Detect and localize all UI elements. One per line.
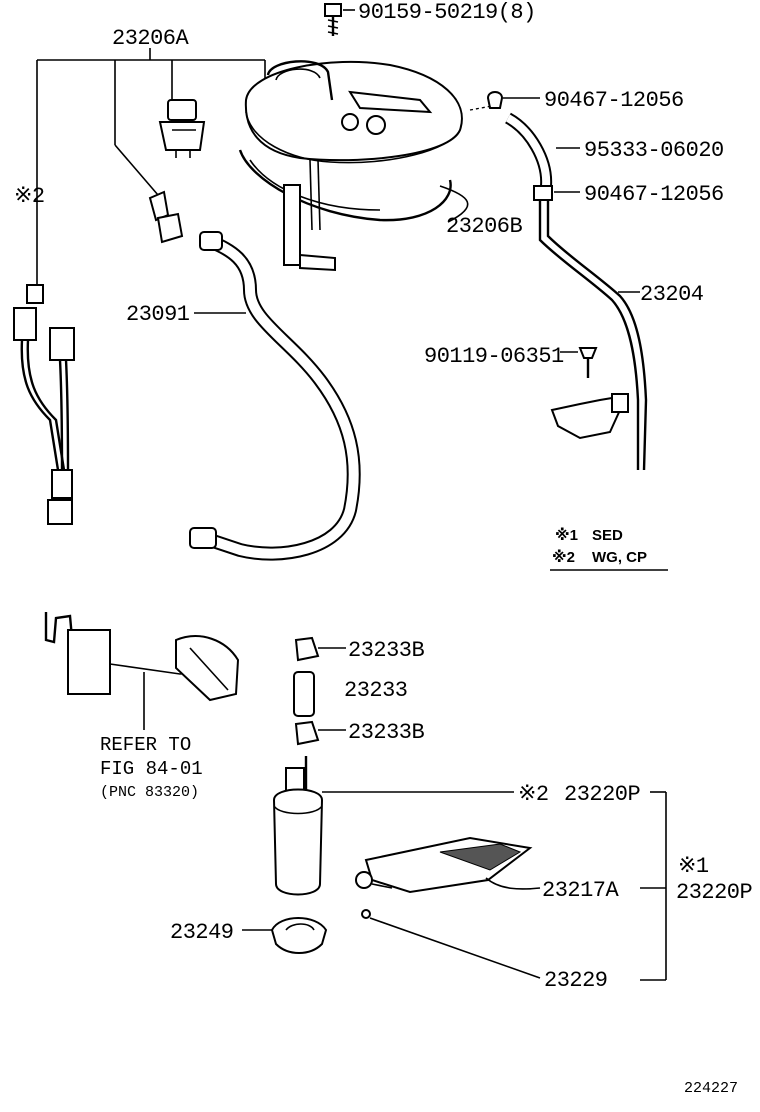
refer-line-1: REFER TO — [100, 734, 191, 756]
fuel-sender-gauge — [44, 612, 240, 702]
label-23229: 23229 — [544, 968, 608, 993]
legend-mark-2: ※2 — [552, 548, 575, 566]
legend-text-2: WG, CP — [592, 549, 647, 566]
label-23233: 23233 — [344, 678, 408, 703]
refer-line-2: FIG 84-01 — [100, 758, 203, 780]
hose-23233 — [293, 671, 315, 717]
wire-harness — [13, 284, 75, 525]
label-23204: 23204 — [640, 282, 704, 307]
label-mark1-pump: ※1 — [678, 854, 709, 879]
label-90467-bottom: 90467-12056 — [584, 182, 724, 207]
label-23206B: 23206B — [446, 214, 523, 239]
leader-23206A — [36, 48, 266, 285]
fuel-pump — [272, 756, 324, 896]
clamp-90467-top — [469, 91, 504, 111]
label-23233B-bottom: 23233B — [348, 720, 425, 745]
connector-plug — [158, 99, 206, 158]
fuel-tube-23204 — [538, 200, 648, 471]
label-23091: 23091 — [126, 302, 190, 327]
fuel-filter-23217A — [355, 836, 533, 894]
legend-text-1: SED — [592, 527, 623, 544]
label-23233B-top: 23233B — [348, 638, 425, 663]
fuel-hose-23091 — [189, 231, 361, 561]
cushion-23233B-top — [294, 636, 320, 662]
bracket-23220P — [640, 792, 667, 981]
label-90119: 90119-06351 — [424, 344, 564, 369]
clip-23229 — [361, 909, 541, 979]
label-23217A: 23217A — [542, 878, 620, 903]
figure-code: 224227 — [684, 1080, 738, 1097]
label-23249: 23249 — [170, 920, 234, 945]
bolt-90159 — [324, 3, 355, 36]
clamp-90467-bottom — [533, 185, 553, 201]
label-90467-top: 90467-12056 — [544, 88, 684, 113]
legend-mark-1: ※1 — [555, 526, 578, 544]
refer-line-3: (PNC 83320) — [100, 784, 199, 801]
label-mark2-pump: ※2 — [518, 782, 549, 807]
small-connector — [148, 190, 184, 244]
hose-95333 — [504, 112, 553, 187]
leader-23206B — [439, 185, 469, 223]
label-90159: 90159-50219(8) — [358, 0, 536, 25]
screw-90119 — [560, 347, 598, 378]
fuel-pump-bracket-cover — [238, 60, 463, 272]
cushion-23233B-bottom — [294, 720, 320, 746]
label-23206A: 23206A — [112, 26, 190, 51]
label-mark2-left: ※2 — [14, 184, 45, 209]
label-23220P-a: 23220P — [564, 782, 641, 807]
label-95333: 95333-06020 — [584, 138, 724, 163]
cushion-23249 — [270, 917, 328, 954]
label-23220P-b: 23220P — [676, 880, 753, 905]
leader-23217A — [485, 877, 541, 890]
legend: ※1 SED ※2 WG, CP — [550, 526, 668, 571]
